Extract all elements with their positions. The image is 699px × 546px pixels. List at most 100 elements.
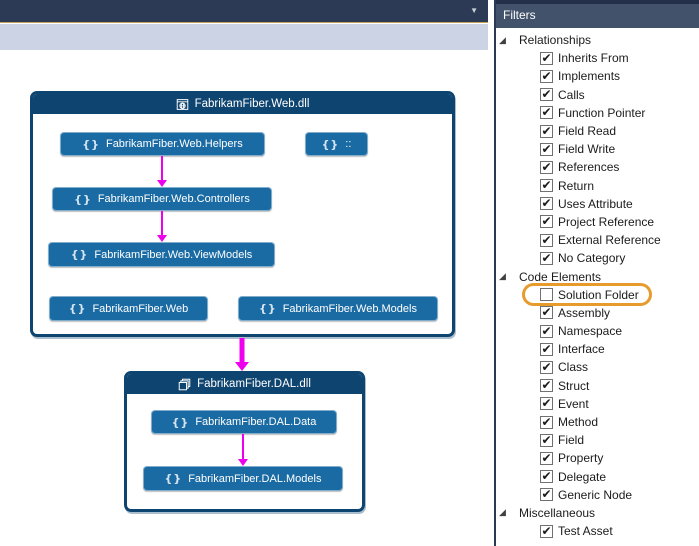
filter-group-header[interactable]: ◢Miscellaneous <box>496 504 699 522</box>
filter-checkbox[interactable]: ✔ <box>540 469 553 484</box>
filter-checkbox[interactable]: ✔ <box>540 523 553 538</box>
filter-item[interactable]: ✔Calls <box>496 86 699 104</box>
filter-item-label: Field Read <box>558 124 617 139</box>
filter-item-label: Project Reference <box>558 214 655 229</box>
filter-item[interactable]: ✔Function Pointer <box>496 104 699 122</box>
panel-top-edge <box>496 0 699 4</box>
filter-item[interactable]: ✔Return <box>496 177 699 195</box>
filter-item[interactable]: ✔ Generic Node <box>496 486 699 504</box>
filter-checkbox[interactable]: ✔ <box>540 68 553 83</box>
filter-checkbox[interactable]: ✔ <box>540 123 553 138</box>
namespace-icon: {} <box>70 248 89 261</box>
filter-item[interactable]: ✔ Field Read <box>496 122 699 140</box>
filter-item[interactable]: ✔ Field <box>496 431 699 449</box>
filter-item[interactable]: ✔Uses Attribute <box>496 195 699 213</box>
filter-checkbox[interactable]: ✔ <box>540 250 553 265</box>
filter-item[interactable]: ✔Field Write <box>496 140 699 158</box>
filter-checkbox[interactable]: ✔ <box>540 178 553 193</box>
filter-item[interactable]: ✔ External Reference <box>496 231 699 249</box>
filter-item[interactable]: ✔ Method <box>496 413 699 431</box>
dependency-group-header[interactable]: FabrikamFiber.Web.dll <box>33 94 452 114</box>
filter-checkbox[interactable]: ✔ <box>540 87 553 102</box>
filter-checkbox[interactable]: ✔ <box>540 232 553 247</box>
code-map-pane: ▼ FabrikamFiber.Web.dll{}FabrikamFiber.W… <box>0 0 488 512</box>
expander-icon[interactable]: ◢ <box>499 34 506 45</box>
filter-checkbox[interactable]: ✔ <box>540 323 553 338</box>
filter-checkbox[interactable]: ✔ <box>540 50 553 65</box>
filter-item-label: Method <box>558 415 599 430</box>
filter-item-label: Namespace <box>558 324 623 339</box>
dependency-arrow[interactable] <box>235 338 249 371</box>
dependency-arrow[interactable] <box>157 156 167 187</box>
filter-checkbox[interactable]: ✔ <box>540 487 553 502</box>
filter-item-label: External Reference <box>558 233 661 248</box>
dependency-arrow[interactable] <box>157 211 167 242</box>
filter-item[interactable]: ✔ Namespace <box>496 322 699 340</box>
filter-checkbox[interactable]: ✔ <box>540 396 553 411</box>
namespace-node[interactable]: {}:: <box>305 132 368 156</box>
filter-item-label: Class <box>558 360 589 375</box>
dependency-group-title: FabrikamFiber.DAL.dll <box>197 378 311 390</box>
filter-item[interactable]: ✔Test Asset <box>496 522 699 540</box>
namespace-node[interactable]: {} FabrikamFiber.Web <box>49 296 208 321</box>
node-label: FabrikamFiber.Web.Models <box>282 302 417 315</box>
namespace-node[interactable]: {}FabrikamFiber.Web.ViewModels <box>48 242 275 267</box>
arrow-shaft <box>239 338 245 362</box>
filter-item[interactable]: ✔ Project Reference <box>496 213 699 231</box>
filter-item[interactable]: ✔Interface <box>496 340 699 358</box>
filter-checkbox[interactable]: ✔ <box>540 196 553 211</box>
filter-item[interactable]: ✔Inherits From <box>496 49 699 67</box>
filter-checkbox[interactable] <box>540 288 553 302</box>
filter-item[interactable]: Solution Folder <box>496 282 699 306</box>
filter-item[interactable]: ✔ Class <box>496 358 699 376</box>
expander-icon[interactable]: ◢ <box>499 271 506 282</box>
filter-item[interactable]: ✔ Property <box>496 449 699 467</box>
namespace-node[interactable]: {}FabrikamFiber.DAL.Models <box>143 466 343 491</box>
filter-checkbox[interactable]: ✔ <box>540 214 553 229</box>
filter-checkbox[interactable]: ✔ <box>540 432 553 447</box>
node-label: FabrikamFiber.DAL.Models <box>188 472 322 485</box>
filter-checkbox[interactable]: ✔ <box>540 378 553 393</box>
filter-checkbox[interactable]: ✔ <box>540 450 553 465</box>
filter-group-header[interactable]: ◢Code Elements <box>496 267 699 285</box>
chevron-down-icon[interactable]: ▼ <box>470 6 478 15</box>
dependency-arrow[interactable] <box>238 434 248 466</box>
filter-item[interactable]: ✔Struct <box>496 377 699 395</box>
filter-checkbox[interactable]: ✔ <box>540 341 553 356</box>
filter-checkbox[interactable]: ✔ <box>540 105 553 120</box>
filter-item[interactable]: ✔ Event <box>496 395 699 413</box>
namespace-node[interactable]: {}FabrikamFiber.DAL.Data <box>151 410 337 434</box>
dependency-group-header[interactable]: FabrikamFiber.DAL.dll <box>127 374 362 394</box>
namespace-icon: {} <box>259 302 277 315</box>
expander-icon[interactable]: ◢ <box>499 507 506 518</box>
filter-item-label: Assembly <box>558 305 611 320</box>
namespace-node[interactable]: {} FabrikamFiber.Web.Models <box>238 296 438 321</box>
filter-item-label: Event <box>558 396 589 411</box>
diagram-canvas: FabrikamFiber.Web.dll{}FabrikamFiber.Web… <box>30 91 455 512</box>
filter-item[interactable]: ✔No Category <box>496 249 699 267</box>
filter-checkbox[interactable]: ✔ <box>540 359 553 374</box>
filter-item[interactable]: ✔References <box>496 158 699 176</box>
namespace-icon: {} <box>321 137 340 151</box>
filter-checkbox[interactable]: ✔ <box>540 305 553 320</box>
dependency-group-title: FabrikamFiber.Web.dll <box>194 98 310 110</box>
namespace-node[interactable]: {}FabrikamFiber.Web.Helpers <box>60 132 265 156</box>
node-label: FabrikamFiber.Web <box>92 302 189 315</box>
filter-group-header[interactable]: ◢ Relationships <box>496 31 699 49</box>
filter-item-label: Field <box>558 433 585 448</box>
filter-item-label: Generic Node <box>558 487 633 502</box>
filter-item[interactable]: ✔ Assembly <box>496 304 699 322</box>
filter-checkbox[interactable]: ✔ <box>540 141 553 156</box>
filters-list: ◢Relationships✔Inherits From✔Implements✔… <box>496 28 699 540</box>
filter-item[interactable]: ✔Delegate <box>496 468 699 486</box>
filter-checkbox[interactable]: ✔ <box>540 414 553 429</box>
filters-panel-title: Filters <box>496 4 699 28</box>
filter-item-label: Property <box>558 451 604 466</box>
arrowhead-icon <box>157 235 167 242</box>
filter-item[interactable]: ✔Implements <box>496 67 699 85</box>
arrow-shaft <box>161 156 163 180</box>
namespace-node[interactable]: {}FabrikamFiber.Web.Controllers <box>52 187 272 211</box>
filter-checkbox[interactable]: ✔ <box>540 159 553 174</box>
filter-group-label: Relationships <box>519 33 592 48</box>
namespace-icon: {} <box>68 302 87 315</box>
